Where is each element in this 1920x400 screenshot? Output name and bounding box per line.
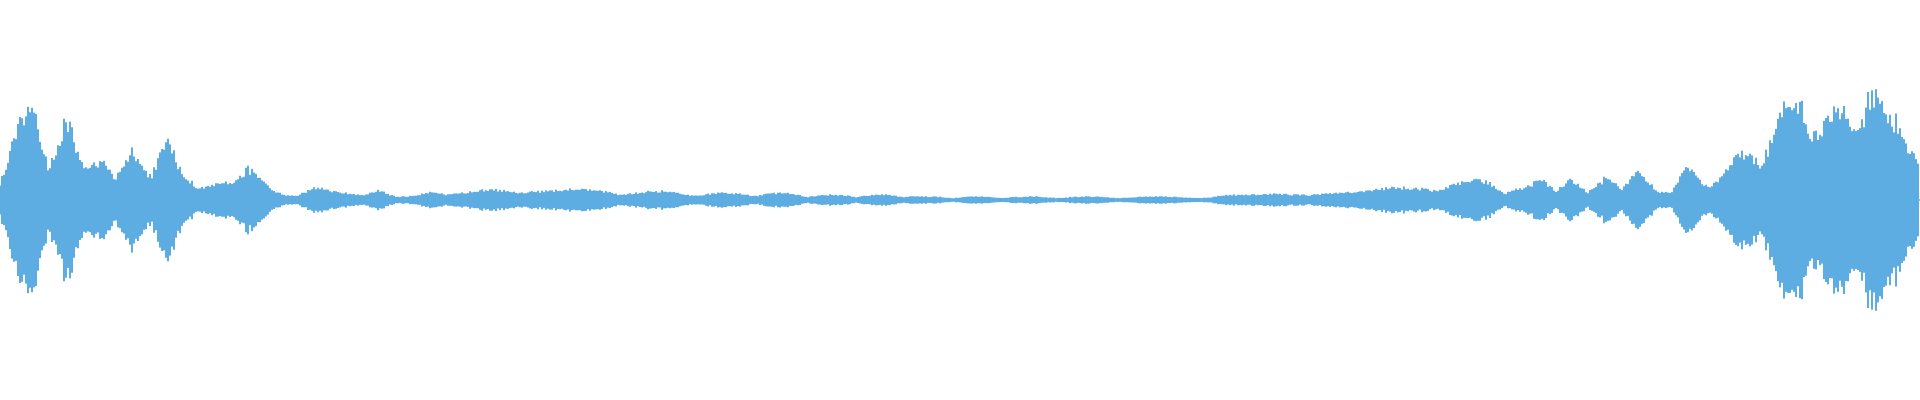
- waveform-bars: [0, 89, 1920, 311]
